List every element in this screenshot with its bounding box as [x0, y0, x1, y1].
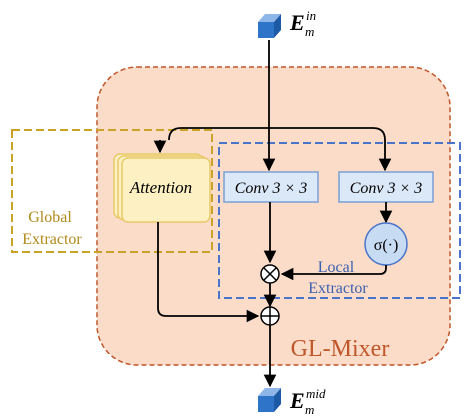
output-label: E: [289, 388, 305, 413]
conv-left-label: Conv 3 × 3: [235, 180, 308, 197]
local-extractor-label-line2: Extractor: [308, 280, 368, 297]
conv-right-label: Conv 3 × 3: [350, 180, 423, 197]
input-label: E: [289, 10, 305, 35]
conv-left-box: [223, 171, 319, 203]
gl-mixer-title: GL-Mixer: [291, 336, 390, 362]
global-extractor-box: [11, 129, 213, 253]
attention-to-add: [157, 222, 260, 323]
global-extractor-label-line2: Extractor: [22, 231, 82, 248]
attention-label: Attention: [129, 178, 192, 197]
output-label-sub: m: [305, 402, 314, 417]
global-extractor-label-line1: Global: [28, 209, 72, 226]
local-extractor-box: [218, 142, 461, 299]
gl-mixer-region: [96, 66, 451, 366]
input-label-sub: m: [305, 24, 314, 39]
conv-right-box: [338, 171, 434, 203]
sigma-to-multiply: [280, 265, 387, 281]
local-extractor-label-line1: Local: [318, 259, 355, 276]
output-label-sup: mid: [306, 386, 326, 401]
sigma-label: σ(·): [374, 237, 399, 254]
output-token-icon: [258, 388, 281, 412]
split-line: [168, 127, 386, 141]
input-label-sup: in: [306, 8, 316, 23]
attention-block: [113, 153, 211, 223]
input-token-icon: [258, 14, 281, 38]
